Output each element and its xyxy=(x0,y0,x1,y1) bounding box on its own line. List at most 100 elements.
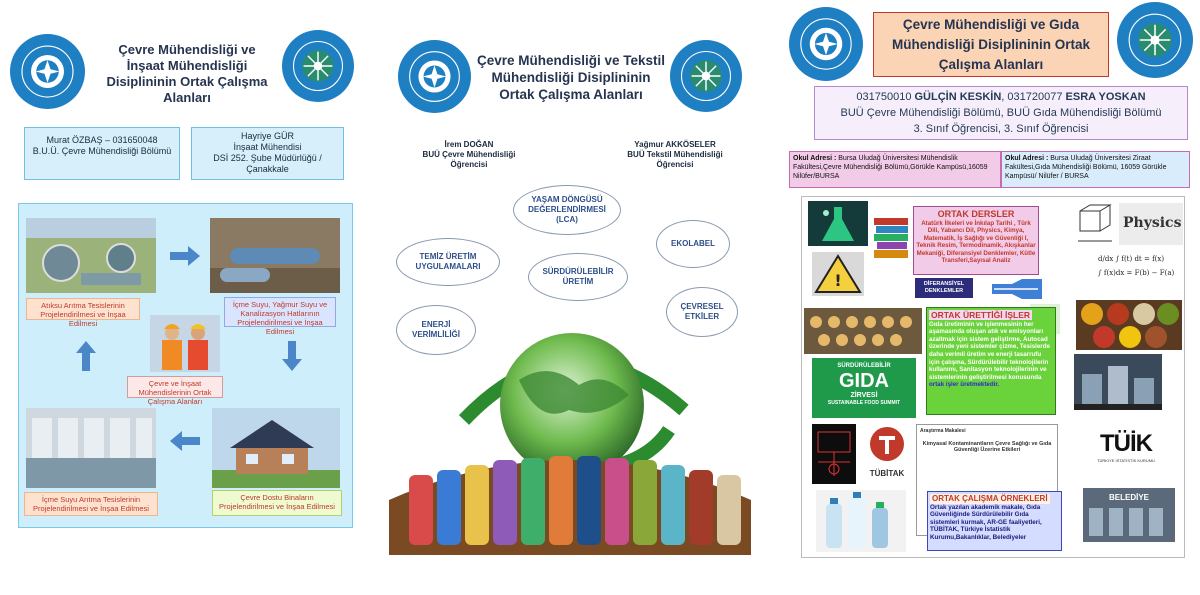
caption-drinking: İçme Suyu Arıtma Tesislerinin Projelendi… xyxy=(24,492,158,516)
formula-derivative: d/dx ∫ f(t) dt = f(x) xyxy=(1098,255,1165,263)
cad-drawing-thumb xyxy=(812,424,856,484)
tubitak-logo: TÜBİTAK xyxy=(862,424,912,484)
factory-thumb xyxy=(1074,354,1162,410)
students-years: 3. Sınıf Öğrencisi, 3. Sınıf Öğrencisi xyxy=(913,123,1089,135)
engineering-drawing-thumb xyxy=(1074,201,1116,251)
address-right-label: Okul Adresi : xyxy=(1005,155,1049,162)
caption-eco-building: Çevre Dostu Binaların Projelendirilmesi … xyxy=(212,490,342,516)
article-title: Kimyasal Kontaminantların Çevre Sağlığı … xyxy=(922,440,1052,454)
student-separator: , xyxy=(1001,91,1005,103)
globe-textile-image xyxy=(389,300,751,555)
engineers-photo xyxy=(150,315,220,372)
works-tail: ortak işler üretmektedir. xyxy=(929,381,1000,389)
cloud-ekolabel: EKOLABEL xyxy=(656,220,730,268)
caption-wastewater: Atıksu Arıtma Tesislerinin Projelendiril… xyxy=(26,298,140,328)
tuik-logo: TÜİK TÜRKİYE İSTATİSTİK KURUMU xyxy=(1094,430,1158,474)
courses-box: ORTAK DERSLER Atatürk İlkeleri ve İnkıla… xyxy=(913,206,1039,275)
faculty-seal-icon xyxy=(670,40,742,112)
cloud-sustainable: SÜRDÜRÜLEBİLİR ÜRETİM xyxy=(528,253,628,301)
food-summit-en: SUSTAINABLE FOOD SUMMIT xyxy=(827,400,901,406)
physics-label: Physics xyxy=(1123,215,1182,231)
left-author: İrem DOĞAN BUÜ Çevre Mühendisliği Öğrenc… xyxy=(414,140,524,170)
student2-name: ESRA YOSKAN xyxy=(1065,91,1146,103)
student1-id: 031750010 xyxy=(856,91,912,103)
bottles-thumb xyxy=(816,490,906,552)
works-title: ORTAK ÜRETTİĞİ İŞLER xyxy=(929,310,1033,320)
students-line: 031750010 GÜLÇİN KESKİN, 031720077 ESRA … xyxy=(815,89,1187,105)
university-seal-icon xyxy=(789,7,863,81)
cloud-energy: ENERJİ VERİMLİLİĞİ xyxy=(396,305,476,355)
eco-building-photo xyxy=(212,408,340,488)
poster2-title: Çevre Mühendisliği ve Tekstil Mühendisli… xyxy=(476,53,666,102)
students-box: 031750010 GÜLÇİN KESKİN, 031720077 ESRA … xyxy=(814,86,1188,140)
municipality-label: BELEDİYE xyxy=(1108,493,1149,502)
student-info-box: Murat ÖZBAŞ – 031650048 B.U.Ü. Çevre Müh… xyxy=(24,127,180,180)
arrow-up-icon xyxy=(76,341,96,371)
formula-thumb: d/dx ∫ f(t) dt = f(x) ∫ f(x)dx = F(b) − … xyxy=(1096,252,1181,298)
food-summit-big: GIDA xyxy=(839,370,889,392)
food-summit-thumb: SÜRDÜRÜLEBİLİR GIDA ZİRVESİ SUSTAINABLE … xyxy=(812,358,916,418)
arrow-right-icon xyxy=(170,246,200,266)
municipality-thumb: BELEDİYE xyxy=(1083,488,1175,542)
caption-pipes: İçme Suyu, Yağmur Suyu ve Kanalizasyon H… xyxy=(224,297,336,336)
arrow-left-icon xyxy=(170,431,200,451)
svg-text:!: ! xyxy=(834,271,841,290)
student1-name: GÜLÇİN KESKİN xyxy=(914,91,1002,103)
courses-title: ORTAK DERSLER xyxy=(937,209,1015,219)
cloud-clean-production: TEMİZ ÜRETİM UYGULAMALARI xyxy=(396,238,500,286)
books-icon xyxy=(872,214,910,264)
student-name: Murat ÖZBAŞ – 031650048 xyxy=(46,135,158,145)
food-summit-bottom: ZİRVESİ xyxy=(850,392,878,399)
address-left: Okul Adresi : Bursa Uludağ Üniversitesi … xyxy=(789,151,1001,188)
address-left-text: Bursa Uludağ Üniversitesi Mühendislik Fa… xyxy=(793,155,988,180)
students-depts: BUÜ Çevre Mühendisliği Bölümü, BUÜ Gıda … xyxy=(840,107,1162,119)
left-author-name: İrem DOĞAN xyxy=(444,140,494,149)
student-dept: B.U.Ü. Çevre Mühendisliği Bölümü xyxy=(32,146,172,156)
works-text: Gıda üretiminin ve işlenmesinin her aşam… xyxy=(929,320,1050,381)
cloud-lca: YAŞAM DÖNGÜSÜ DEĞERLENDİRMESİ (LCA) xyxy=(513,185,621,235)
food-summit-top: SÜRDÜRÜLEBİLİR xyxy=(837,363,891,369)
tubitak-label: TÜBİTAK xyxy=(869,469,905,478)
arrow-down-icon xyxy=(282,341,302,371)
formula-integral: ∫ f(x)dx = F(b) − F(a) xyxy=(1098,269,1175,277)
physics-thumb: Physics xyxy=(1119,203,1183,245)
cloud-environmental: ÇEVRESEL ETKİLER xyxy=(666,287,738,337)
examples-box: ORTAK ÇALIŞMA ÖRNEKLERİ Ortak yazılan ak… xyxy=(927,491,1062,551)
right-author-role: BUÜ Tekstil Mühendisliği Öğrencisi xyxy=(627,150,723,169)
poster1-title: Çevre Mühendisliği ve İnşaat Mühendisliğ… xyxy=(106,42,268,105)
partner-org: DSİ 252. Şube Müdürlüğü / Çanakkale xyxy=(213,153,322,174)
left-author-role: BUÜ Çevre Mühendisliği Öğrencisi xyxy=(422,150,516,169)
courses-text: Atatürk İlkeleri ve İnkılap Tarihi , Tür… xyxy=(916,220,1036,265)
article-head: Araştırma Makalesi xyxy=(920,428,966,434)
food-production-thumb xyxy=(804,308,922,354)
university-seal-icon xyxy=(398,40,471,113)
address-right: Okul Adresi : Bursa Uludağ Üniversitesi … xyxy=(1001,151,1190,188)
caption-center: Çevre ve İnşaat Mühendislerinin Ortak Ça… xyxy=(127,376,223,406)
hazard-sign-icon: ! xyxy=(812,252,864,296)
drinking-water-plant-photo xyxy=(26,408,156,488)
wastewater-plant-photo xyxy=(26,218,156,293)
examples-title: ORTAK ÇALIŞMA ÖRNEKLERİ xyxy=(930,494,1050,504)
pipe-construction-photo xyxy=(210,218,340,293)
right-author-name: Yağmur AKKÖSELER xyxy=(634,140,716,149)
right-author: Yağmur AKKÖSELER BUÜ Tekstil Mühendisliğ… xyxy=(620,140,730,170)
works-box: ORTAK ÜRETTİĞİ İŞLER Gıda üretiminin ve … xyxy=(926,307,1056,415)
address-left-label: Okul Adresi : xyxy=(793,155,837,162)
examples-text: Ortak yazılan akademik makale, Gıda Güve… xyxy=(930,503,1042,541)
faculty-seal-icon xyxy=(282,30,354,102)
spices-thumb xyxy=(1076,300,1182,350)
partner-info-box: Hayriye GÜR İnşaat Mühendisi DSİ 252. Şu… xyxy=(191,127,344,180)
diff-equations-thumb: DİFERANSİYEL DENKLEMLER xyxy=(915,278,973,298)
student2-id: 031720077 xyxy=(1007,91,1063,103)
university-seal-icon xyxy=(10,34,85,109)
tuik-sub: TÜRKİYE İSTATİSTİK KURUMU xyxy=(1097,458,1155,463)
address-right-text: Bursa Uludağ Üniversitesi Ziraat Fakülte… xyxy=(1005,155,1167,180)
partner-name: Hayriye GÜR xyxy=(240,131,294,141)
diff-equations-label: DİFERANSİYEL DENKLEMLER xyxy=(923,281,965,294)
chemistry-flask-icon xyxy=(808,201,868,246)
poster3-title: Çevre Mühendisliği ve Gıda Mühendisliği … xyxy=(873,12,1109,77)
partner-title: İnşaat Mühendisi xyxy=(233,142,302,152)
faculty-seal-icon xyxy=(1117,2,1193,78)
tuik-label: TÜİK xyxy=(1100,430,1153,457)
fluid-mechanics-thumb xyxy=(992,276,1042,302)
